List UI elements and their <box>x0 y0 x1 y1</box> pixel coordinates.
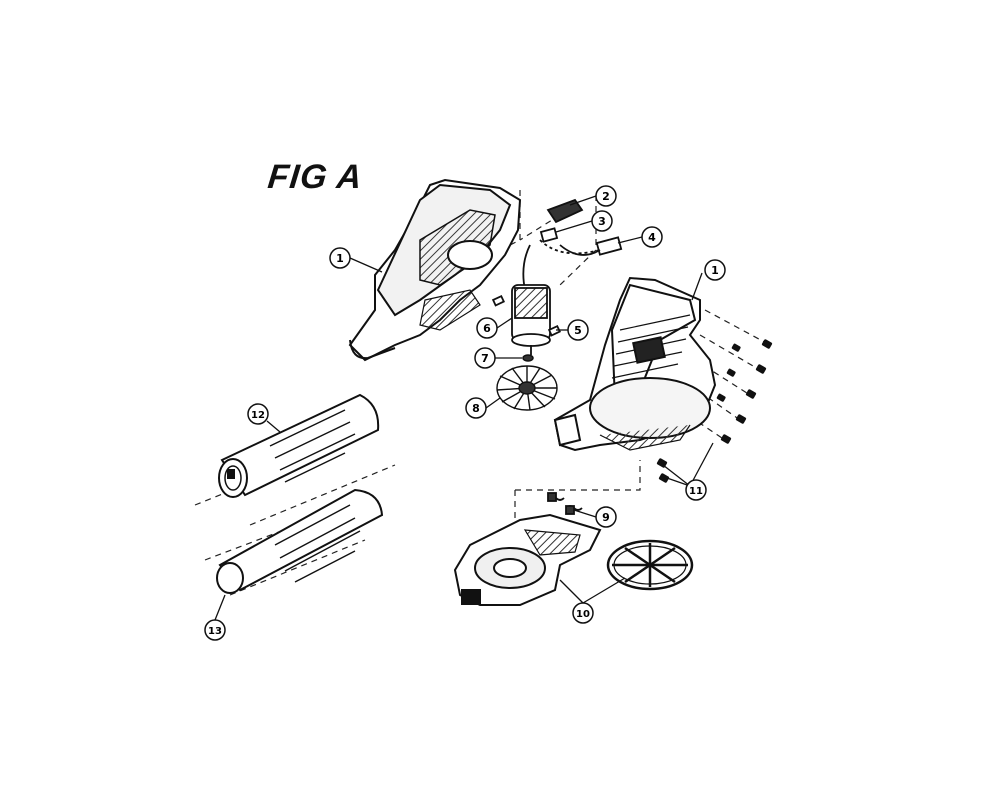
svg-text:9: 9 <box>602 511 610 524</box>
callout-13: 13 <box>204 619 226 641</box>
callout-8: 8 <box>465 397 487 419</box>
svg-text:5: 5 <box>574 324 582 337</box>
callout-2: 2 <box>595 185 617 207</box>
svg-text:12: 12 <box>251 410 265 421</box>
fan-impeller <box>496 365 558 411</box>
svg-text:4: 4 <box>648 231 656 244</box>
callout-3: 3 <box>591 210 613 232</box>
callout-5: 5 <box>567 319 589 341</box>
switch-assembly <box>522 198 623 291</box>
callout-10: 10 <box>572 602 594 624</box>
callout-11: 11 <box>685 479 707 501</box>
svg-text:8: 8 <box>472 402 480 415</box>
motor <box>491 284 561 355</box>
housing-right-half <box>553 276 717 452</box>
callout-1-right: 1 <box>704 259 726 281</box>
svg-text:10: 10 <box>576 609 590 620</box>
svg-text:7: 7 <box>481 352 489 365</box>
callout-4: 4 <box>641 226 663 248</box>
callout-1-left: 1 <box>329 247 351 269</box>
nozzle-tube-upper <box>218 393 380 498</box>
svg-text:1: 1 <box>711 264 719 277</box>
svg-text:3: 3 <box>598 215 606 228</box>
base-plate <box>453 513 602 606</box>
callout-6: 6 <box>476 317 498 339</box>
svg-text:13: 13 <box>208 626 222 637</box>
svg-text:1: 1 <box>336 252 344 265</box>
callout-12: 12 <box>247 403 269 425</box>
nozzle-tube-lower <box>216 488 384 594</box>
callout-9: 9 <box>595 506 617 528</box>
svg-text:6: 6 <box>483 322 491 335</box>
grille-disc <box>606 539 694 591</box>
housing-left-half <box>348 178 522 362</box>
svg-text:11: 11 <box>689 486 703 497</box>
screws <box>656 339 773 483</box>
svg-text:2: 2 <box>602 190 610 203</box>
callout-7: 7 <box>474 347 496 369</box>
nut <box>522 354 534 362</box>
leader-lines <box>214 195 714 621</box>
callouts: 1 1 2 3 4 5 6 <box>204 185 726 641</box>
